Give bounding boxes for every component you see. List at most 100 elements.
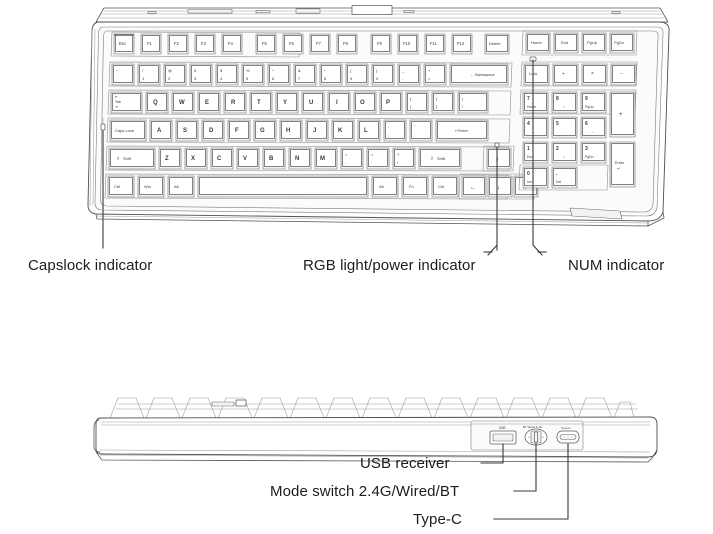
key-shift-left[interactable]: ⇧Shift xyxy=(108,147,156,170)
key-j[interactable]: J xyxy=(305,119,329,142)
key-alt-right[interactable]: Alt xyxy=(371,175,399,198)
key-home[interactable]: Home xyxy=(525,32,551,54)
key-2[interactable]: @2 xyxy=(163,63,187,86)
key-alt-left[interactable]: Alt xyxy=(167,175,195,198)
key-equals[interactable]: += xyxy=(423,63,447,86)
key-g[interactable]: G xyxy=(253,119,277,142)
key-u[interactable]: U xyxy=(301,91,325,114)
key-numlock[interactable]: Lock xyxy=(523,63,550,86)
key-pgdn[interactable]: PgDn xyxy=(609,32,635,54)
key-numpad-6[interactable]: 6→ xyxy=(580,116,607,139)
key-arrow-up[interactable]: ↑ xyxy=(486,147,512,170)
key-backspace[interactable]: ← Backspace xyxy=(449,63,509,86)
key-numpad-4[interactable]: 4← xyxy=(522,116,549,139)
key-f8[interactable]: F8 xyxy=(336,33,358,55)
key-w[interactable]: W xyxy=(171,91,195,114)
key-tab[interactable]: ⇤Tab⇥ xyxy=(110,91,143,114)
key-9[interactable]: (9 xyxy=(345,63,369,86)
key-x[interactable]: X xyxy=(184,147,208,170)
key-f[interactable]: F xyxy=(227,119,251,142)
key-4[interactable]: $4 xyxy=(215,63,239,86)
key-numpad-multiply[interactable]: × xyxy=(581,63,608,86)
key-0[interactable]: )0 xyxy=(371,63,395,86)
key-a[interactable]: A xyxy=(149,119,173,142)
key-shift-right[interactable]: ⇧Shift xyxy=(418,147,462,170)
key-e[interactable]: E xyxy=(197,91,221,114)
key-end[interactable]: End xyxy=(553,32,579,54)
key-numpad-5[interactable]: 5 xyxy=(551,116,578,139)
key-f11[interactable]: F11 xyxy=(424,33,446,55)
key-numpad-2[interactable]: 2↓ xyxy=(551,141,578,164)
key-comma[interactable]: <, xyxy=(340,147,364,170)
key-pgup[interactable]: PgUp xyxy=(581,32,607,54)
key-y[interactable]: Y xyxy=(275,91,299,114)
key-bracket-right[interactable]: }] xyxy=(431,91,455,114)
key-k[interactable]: K xyxy=(331,119,355,142)
key-delete[interactable]: Delete xyxy=(484,33,510,55)
key-f7[interactable]: F7 xyxy=(309,33,331,55)
key-numpad-plus[interactable]: + xyxy=(609,91,636,138)
key-6[interactable]: ^6 xyxy=(267,63,291,86)
key-d[interactable]: D xyxy=(201,119,225,142)
key-f10[interactable]: F10 xyxy=(397,33,419,55)
key-f2[interactable]: F2 xyxy=(167,33,189,55)
key-7[interactable]: &7 xyxy=(293,63,317,86)
key-numpad-decimal[interactable]: .Del xyxy=(551,166,578,189)
key-backslash[interactable]: |\ xyxy=(457,91,489,114)
key-q[interactable]: Q xyxy=(145,91,169,114)
key-5[interactable]: %5 xyxy=(241,63,265,86)
key-f1[interactable]: F1 xyxy=(140,33,162,55)
key-n[interactable]: N xyxy=(288,147,312,170)
key-period[interactable]: >. xyxy=(366,147,390,170)
key-numpad-enter[interactable]: Enter↵ xyxy=(609,141,636,188)
key-f3[interactable]: F3 xyxy=(194,33,216,55)
key-s[interactable]: S xyxy=(175,119,199,142)
key-v[interactable]: V xyxy=(236,147,260,170)
key-f5[interactable]: F5 xyxy=(255,33,277,55)
key-space[interactable] xyxy=(197,175,369,198)
key-l[interactable]: L xyxy=(357,119,381,142)
key-enter[interactable]: ↵Enter xyxy=(435,119,489,142)
key-win[interactable]: Win xyxy=(137,175,165,198)
key-fn[interactable]: Fn xyxy=(401,175,429,198)
key-o[interactable]: O xyxy=(353,91,377,114)
key-numpad-divide[interactable]: ÷ xyxy=(552,63,579,86)
key-bracket-left[interactable]: {[ xyxy=(405,91,429,114)
key-minus[interactable]: _- xyxy=(397,63,421,86)
key-esc[interactable]: Esc xyxy=(113,33,135,55)
key-r[interactable]: R xyxy=(223,91,247,114)
usb-receiver-slot[interactable]: USB xyxy=(489,426,517,445)
key-b[interactable]: B xyxy=(262,147,286,170)
key-8[interactable]: *8 xyxy=(319,63,343,86)
key-h[interactable]: H xyxy=(279,119,303,142)
key-f9[interactable]: F9 xyxy=(370,33,392,55)
key-t[interactable]: T xyxy=(249,91,273,114)
key-m[interactable]: M xyxy=(314,147,338,170)
mode-switch[interactable]: BT Wired 2.4G xyxy=(523,425,548,446)
key-numpad-minus[interactable]: − xyxy=(610,63,637,86)
key-numpad-8[interactable]: 8↑ xyxy=(551,91,578,114)
key-arrow-left[interactable]: ← xyxy=(461,175,487,198)
key-z[interactable]: Z xyxy=(158,147,182,170)
key-ctrl-left[interactable]: Ctrl xyxy=(107,175,135,198)
key-quote[interactable]: "' xyxy=(409,119,433,142)
key-p[interactable]: P xyxy=(379,91,403,114)
key-semicolon[interactable]: :; xyxy=(383,119,407,142)
key-c[interactable]: C xyxy=(210,147,234,170)
key-capslock[interactable]: Caps Lock xyxy=(109,119,147,142)
key-i[interactable]: I xyxy=(327,91,351,114)
key-tilde[interactable]: ~` xyxy=(111,63,135,86)
key-1[interactable]: !1 xyxy=(137,63,161,86)
key-ctrl-right[interactable]: Ctrl xyxy=(431,175,459,198)
type-c-port[interactable]: Type-C xyxy=(556,426,580,444)
key-f12[interactable]: F12 xyxy=(451,33,473,55)
key-3[interactable]: #3 xyxy=(189,63,213,86)
key-f6[interactable]: F6 xyxy=(282,33,304,55)
key-f4[interactable]: F4 xyxy=(221,33,243,55)
key-slash[interactable]: ?/ xyxy=(392,147,416,170)
